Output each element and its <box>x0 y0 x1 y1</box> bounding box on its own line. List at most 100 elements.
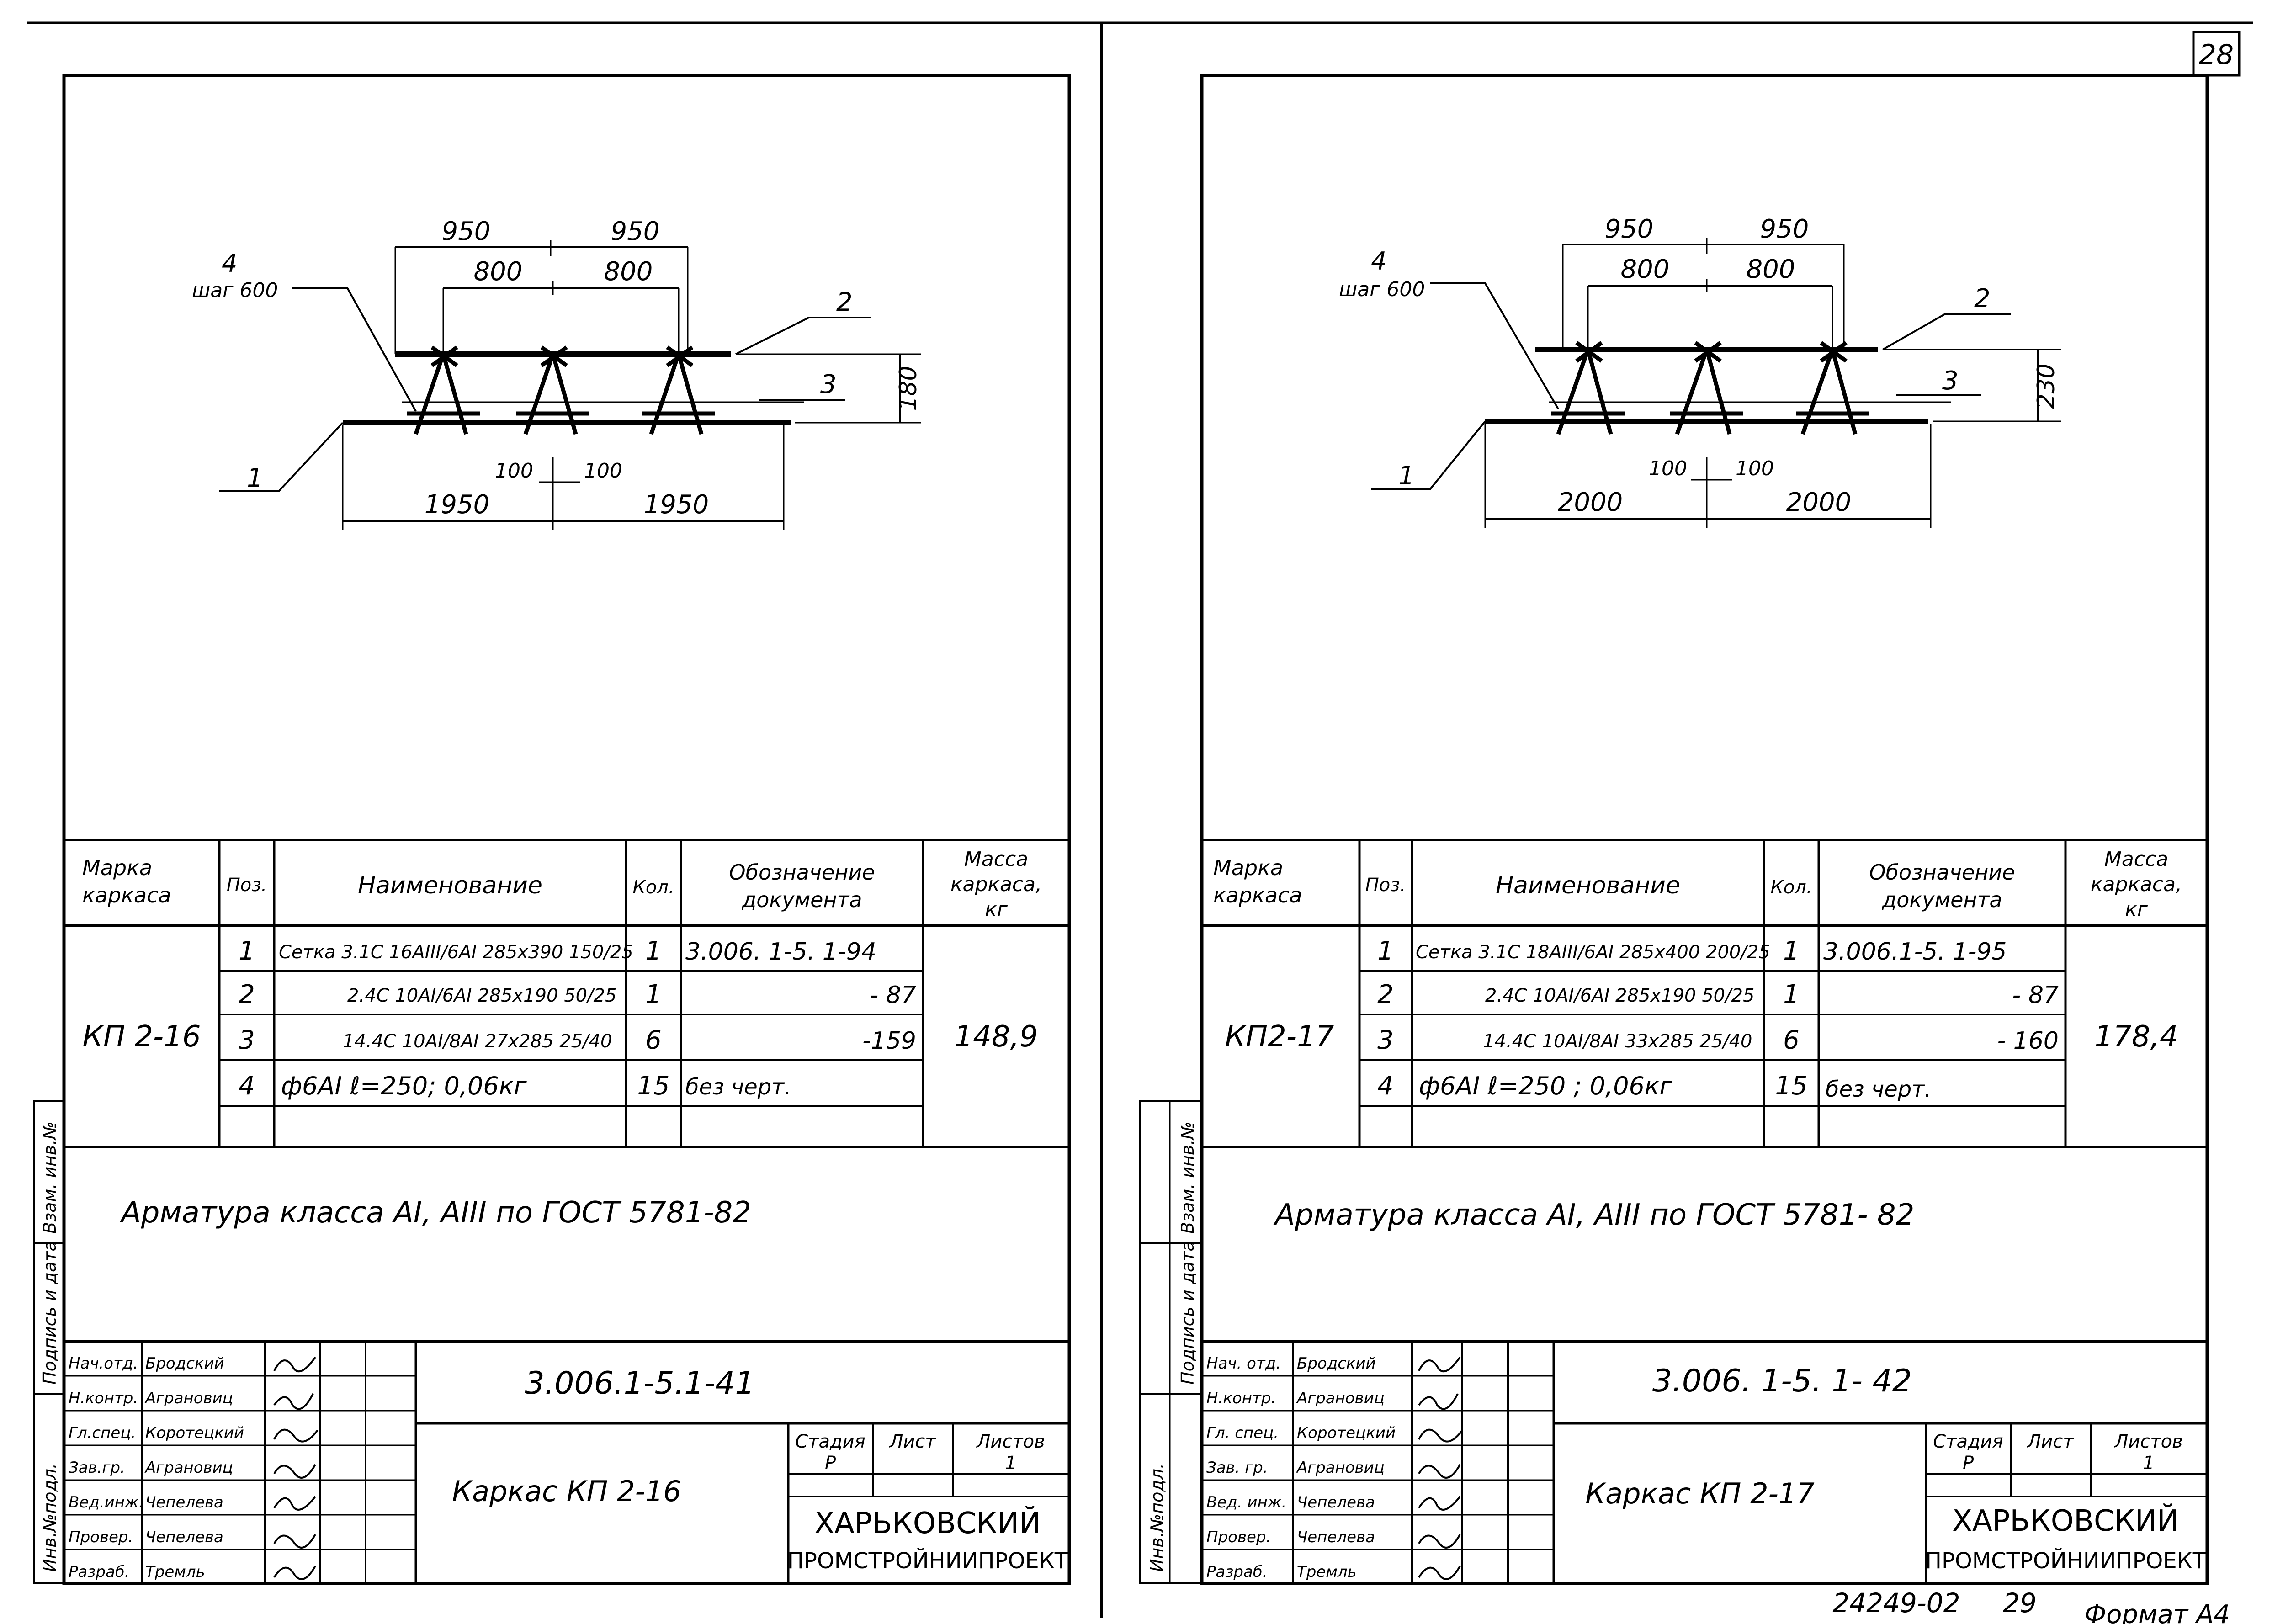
dim-top-2: 950 <box>1760 214 1809 244</box>
name-5: Чепелева <box>1297 1528 1375 1546</box>
table-row: 3 14.4С 10АI/8АI 33х285 25/40 6 - 160 <box>1377 1025 2059 1055</box>
hdr-name: Наименование <box>1496 872 1680 899</box>
name-0: Бродский <box>145 1354 224 1373</box>
left-title-block: Нач.отд. Н.контр. Гл.спец. Зав.гр. Вед.и… <box>64 1340 1069 1583</box>
hdr-qty: Кол. <box>632 877 674 898</box>
org-line2: ПРОМСТРОЙНИИПРОЕКТ <box>787 1548 1068 1574</box>
sheets-label: Листов <box>976 1431 1045 1452</box>
table-row: 4 ф6АI ℓ=250 ; 0,06кг 15 без черт. <box>1377 1071 1931 1102</box>
dim-top-2: 950 <box>611 217 660 246</box>
callout-4-step: шаг 600 <box>192 279 278 302</box>
hdr-mass-2: каркаса, <box>2091 873 2182 896</box>
sheets-label: Листов <box>2113 1431 2182 1452</box>
sheets-value: 1 <box>2143 1453 2154 1474</box>
marka-value: КП2-17 <box>1225 1020 1334 1054</box>
callout-3: 3 <box>820 370 837 399</box>
left-frame <box>62 74 1071 1585</box>
name-3: Аграновиц <box>1296 1459 1385 1477</box>
row-qty: 1 <box>1783 980 1800 1009</box>
callout-1: 1 <box>247 463 263 493</box>
name-0: Бродский <box>1297 1354 1376 1373</box>
stage-value: Р <box>825 1453 836 1474</box>
sheets-value: 1 <box>1005 1453 1016 1474</box>
callout-3: 3 <box>1942 366 1959 396</box>
name-1: Аграновиц <box>1296 1389 1385 1407</box>
truss-group <box>407 345 715 435</box>
role-5: Провер. <box>69 1528 133 1546</box>
callout-2: 2 <box>1974 284 1991 313</box>
dim-inner-2: 800 <box>1747 255 1795 284</box>
row-qty: 1 <box>645 980 662 1009</box>
vzam-inv-label: Взам. инв.№ <box>40 1121 60 1234</box>
name-2: Коротецкий <box>1297 1424 1396 1442</box>
sheet-label: Лист <box>2026 1431 2074 1452</box>
hdr-qty: Кол. <box>1770 877 1812 898</box>
dim-height: 180 <box>895 366 922 411</box>
row-name: 14.4С 10АI/8АI 33х285 25/40 <box>1483 1031 1752 1052</box>
sheet-label: Лист <box>888 1431 936 1452</box>
row-doc: 3.006.1-5. 1-95 <box>1823 938 2007 966</box>
name-3: Аграновиц <box>144 1459 233 1477</box>
role-2: Гл.спец. <box>69 1424 136 1442</box>
dim-small-1: 100 <box>1649 457 1687 480</box>
designation: 3.006.1-5.1-41 <box>525 1365 754 1401</box>
hdr-marka-2: каркаса <box>82 883 171 908</box>
table-row: 2 2.4С 10АI/6АI 285х190 50/25 1 - 87 <box>239 980 916 1009</box>
role-5: Провер. <box>1206 1528 1271 1546</box>
podpis-label: Подпись и дата <box>1178 1241 1198 1385</box>
hdr-mass-3: кг <box>985 898 1008 921</box>
name-6: Тремль <box>145 1563 205 1581</box>
org-line1: ХАРЬКОВСКИЙ <box>1952 1503 2179 1538</box>
row-pos: 3 <box>239 1025 255 1055</box>
row-pos: 1 <box>239 936 255 966</box>
archive-number: 24249-02 <box>1832 1587 1960 1619</box>
mass-value: 148,9 <box>954 1020 1038 1054</box>
callout-4-step: шаг 600 <box>1339 278 1425 301</box>
row-doc: - 87 <box>2012 982 2059 1009</box>
row-doc: 3.006. 1-5. 1-94 <box>685 938 876 966</box>
stage-label: Стадия <box>1933 1431 2003 1452</box>
row-pos: 2 <box>239 980 255 1009</box>
callout-2: 2 <box>836 287 853 317</box>
hdr-doc-2: документа <box>741 887 862 912</box>
dim-top-1: 950 <box>442 217 491 246</box>
row-pos: 1 <box>1377 936 1394 966</box>
row-qty: 6 <box>645 1025 662 1055</box>
callout-1: 1 <box>1398 461 1415 491</box>
designation: 3.006. 1-5. 1- 42 <box>1652 1363 1912 1399</box>
name-4: Чепелева <box>1297 1493 1375 1512</box>
hdr-pos: Поз. <box>1365 875 1406 896</box>
truss-group <box>1551 341 1869 435</box>
dim-inner-2: 800 <box>604 257 653 287</box>
hdr-pos: Поз. <box>227 875 267 896</box>
row-qty: 1 <box>1783 936 1800 966</box>
stage-label: Стадия <box>795 1431 865 1452</box>
signature-marks <box>1418 1356 1463 1580</box>
stage-value: Р <box>1963 1453 1974 1474</box>
hdr-doc-1: Обозначение <box>1869 860 2015 885</box>
hdr-marka-2: каркаса <box>1213 883 1302 908</box>
row-doc: -159 <box>862 1027 916 1055</box>
frame-title: Каркас КП 2-17 <box>1585 1477 1815 1510</box>
dim-bottom-2: 2000 <box>1786 488 1852 517</box>
callout-4-num: 4 <box>1371 247 1386 276</box>
dim-small-1: 100 <box>495 459 533 483</box>
row-doc: - 87 <box>870 982 916 1009</box>
dim-top-1: 950 <box>1605 214 1654 244</box>
org-line1: ХАРЬКОВСКИЙ <box>814 1506 1041 1540</box>
note-text: Арматура класса АI, АIII по ГОСТ 5781- 8… <box>1273 1198 1914 1232</box>
dim-small-2: 100 <box>584 459 622 483</box>
dim-small-2: 100 <box>1736 457 1774 480</box>
row-pos: 3 <box>1377 1025 1394 1055</box>
right-frame-drawing: 950 950 800 800 230 <box>1339 214 2061 528</box>
sheet-number-box: 28 <box>2192 31 2241 77</box>
row-name: Сетка 3.1С 18АIII/6АI 285х400 200/25 <box>1416 942 1770 963</box>
mass-value: 178,4 <box>2094 1020 2178 1054</box>
row-name: 2.4С 10АI/6АI 285х190 50/25 <box>1485 985 1754 1006</box>
format-label: Формат А4 <box>2084 1600 2230 1624</box>
row-name: Сетка 3.1С 16АIII/6АI 285х390 150/25 <box>279 942 633 963</box>
role-4: Вед.инж. <box>69 1493 143 1512</box>
hdr-name: Наименование <box>358 872 542 899</box>
table-row: 2 2.4С 10АI/6АI 285х190 50/25 1 - 87 <box>1377 980 2059 1009</box>
